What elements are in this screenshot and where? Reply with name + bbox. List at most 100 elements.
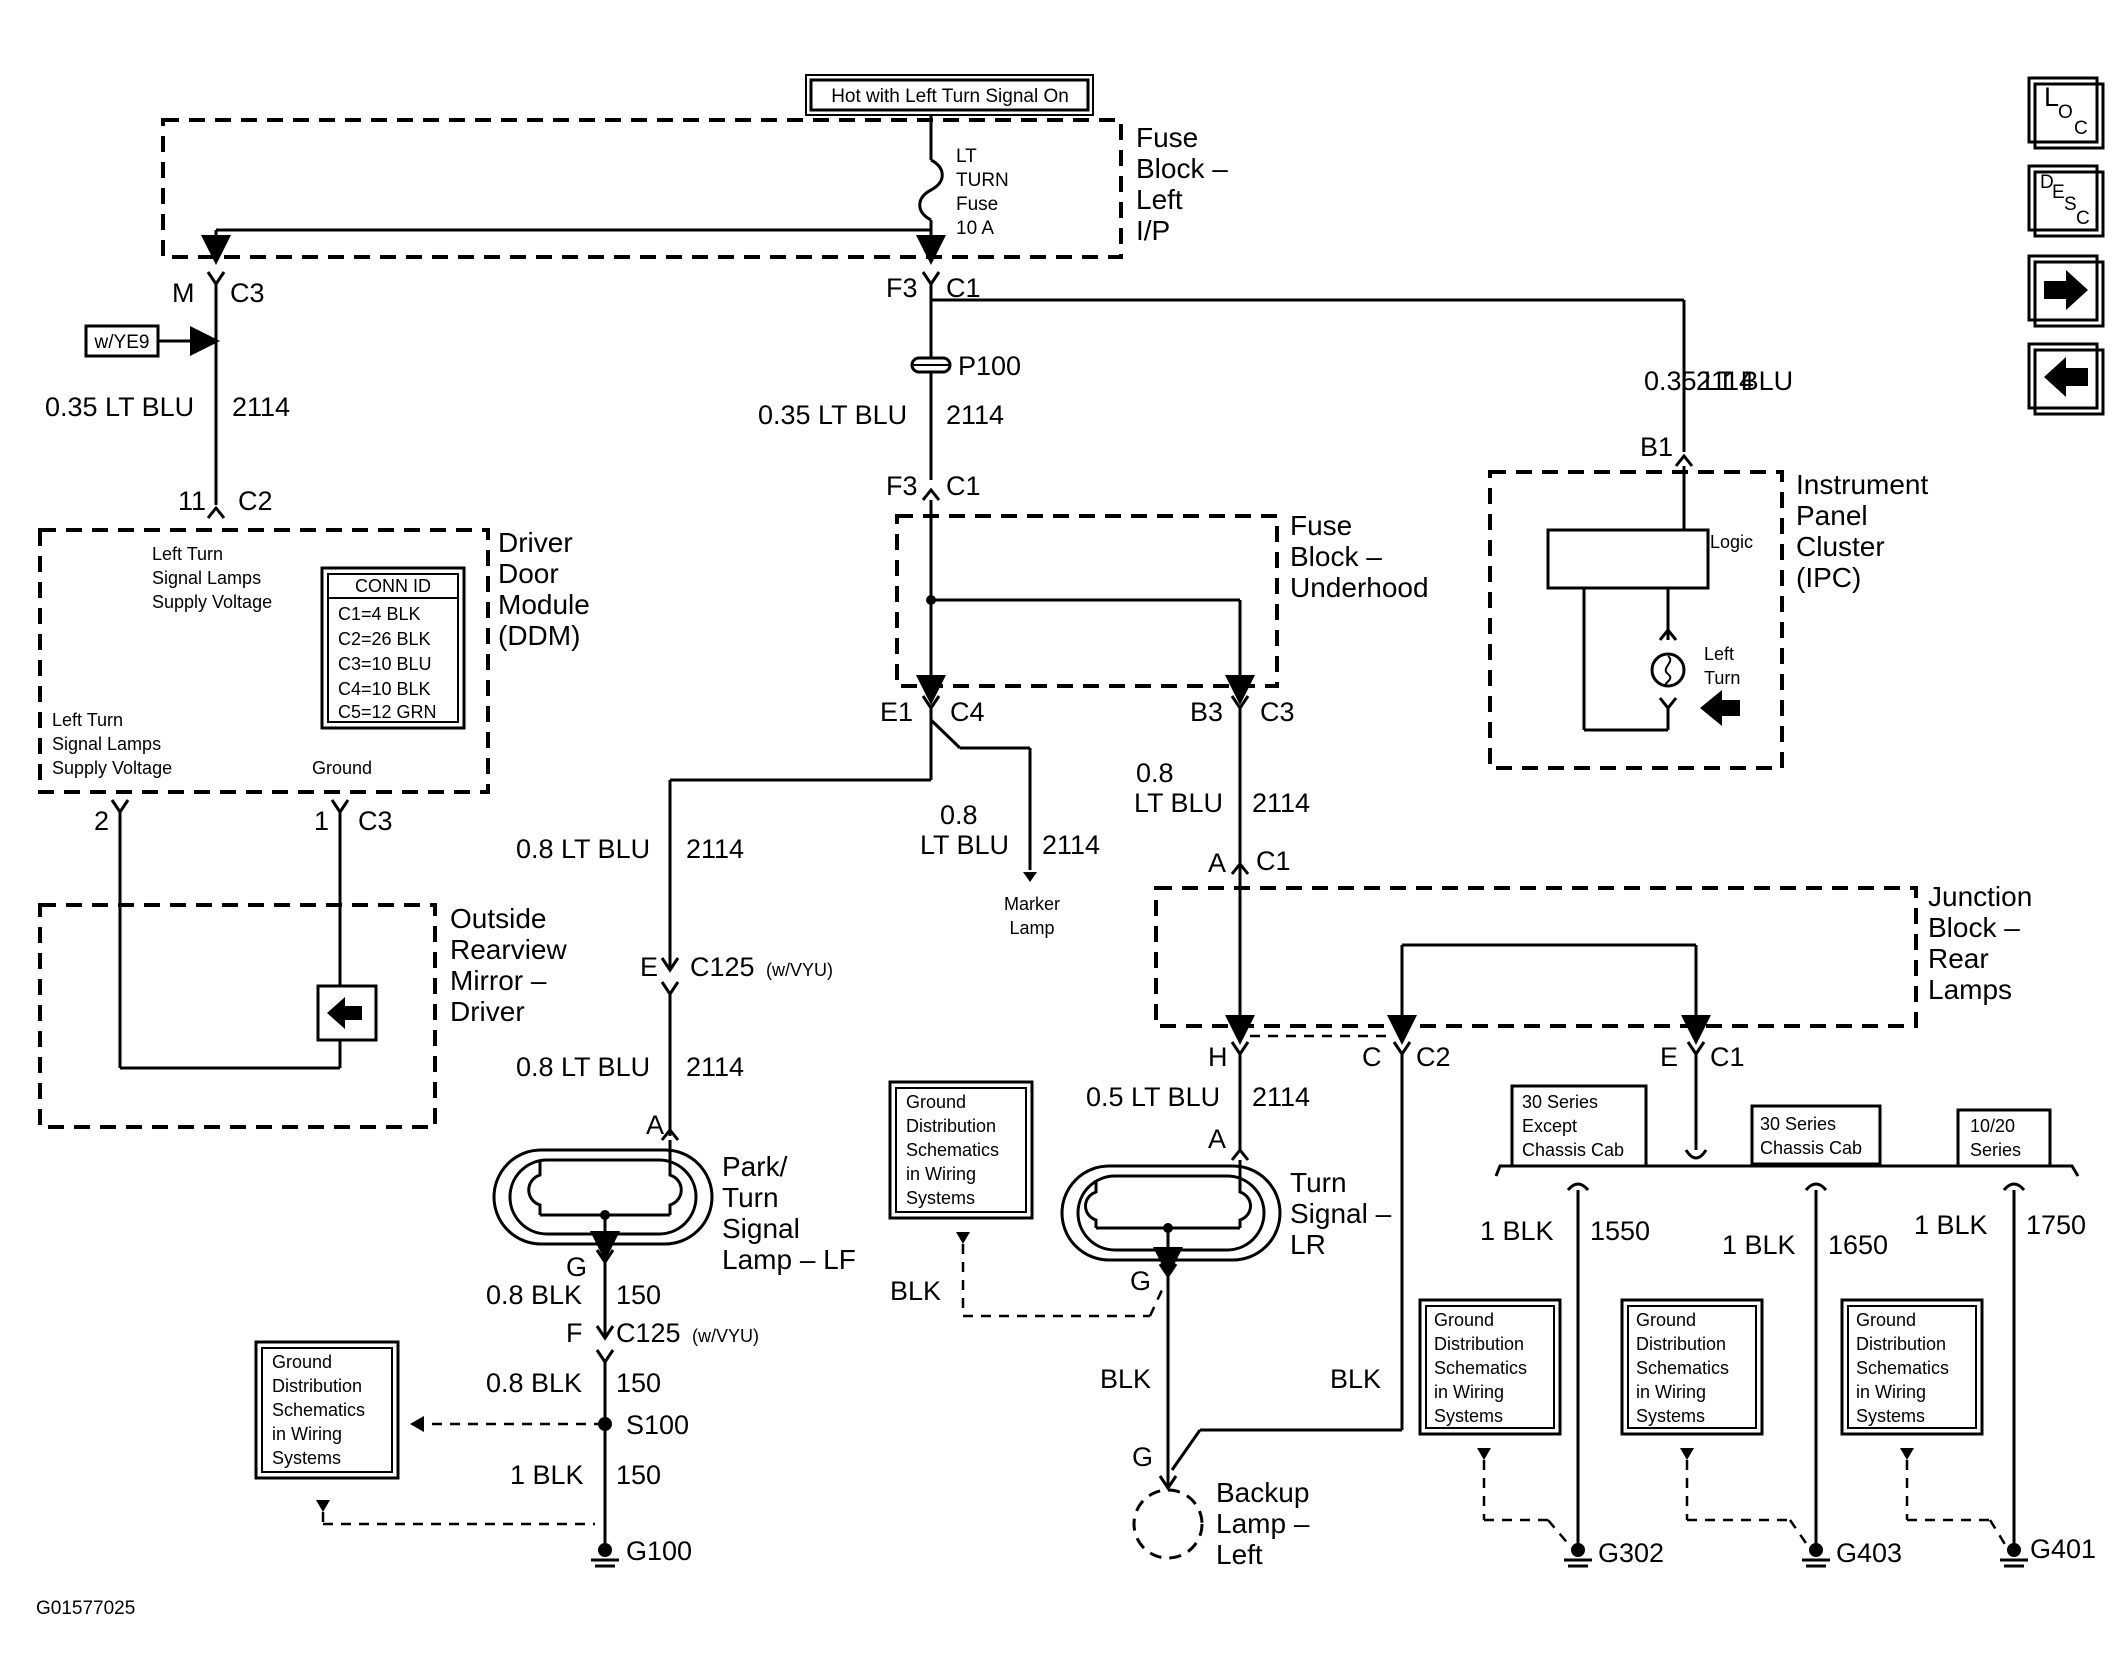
svg-text:Underhood: Underhood [1290,572,1429,603]
conn-id-table: CONN ID C1=4 BLK C2=26 BLK C3=10 BLU C4=… [320,566,466,730]
svg-text:Ground: Ground [1856,1310,1916,1330]
svg-text:Rear: Rear [1928,943,1989,974]
ground-g403: G403 [1802,1538,1902,1568]
series-1020-tag: 10/20 Series [1956,1108,2052,1168]
svg-text:0.5 LT BLU: 0.5 LT BLU [1086,1082,1220,1112]
arrow-left-icon [2044,357,2088,397]
svg-text:Signal Lamps: Signal Lamps [152,568,261,588]
svg-text:C3: C3 [230,278,265,308]
svg-text:LT: LT [956,146,977,167]
svg-text:C3: C3 [358,806,393,836]
figure-id: G01577025 [36,1598,135,1619]
svg-text:(w/VYU): (w/VYU) [692,1326,759,1346]
svg-text:F3: F3 [886,273,918,303]
svg-text:in Wiring: in Wiring [1434,1382,1504,1402]
svg-text:E: E [1660,1042,1678,1072]
svg-text:Schematics: Schematics [1856,1358,1949,1378]
svg-text:Instrument: Instrument [1796,469,1928,500]
header-label: Hot with Left Turn Signal On [831,86,1069,107]
svg-text:Schematics: Schematics [1434,1358,1527,1378]
svg-text:Lamp –: Lamp – [1216,1508,1310,1539]
svg-text:Distribution: Distribution [906,1116,996,1136]
svg-text:Signal –: Signal – [1290,1198,1392,1229]
svg-text:A: A [1208,1124,1226,1154]
svg-text:(w/VYU): (w/VYU) [766,960,833,980]
svg-text:Signal: Signal [722,1213,800,1244]
next-page-button[interactable] [2027,254,2105,328]
svg-text:TURN: TURN [956,170,1009,191]
svg-text:G403: G403 [1836,1538,1902,1568]
svg-text:O: O [2058,102,2073,123]
svg-text:30 Series: 30 Series [1522,1092,1598,1112]
svg-text:10 A: 10 A [956,218,994,239]
svg-text:LT BLU: LT BLU [920,830,1009,860]
svg-text:0.8 LT BLU: 0.8 LT BLU [516,1052,650,1082]
svg-text:1750: 1750 [2026,1210,2086,1240]
svg-text:Mirror –: Mirror – [450,965,547,996]
svg-text:2114: 2114 [1252,1082,1310,1112]
svg-text:Schematics: Schematics [906,1140,999,1160]
svg-text:Fuse: Fuse [1136,122,1198,153]
svg-text:Left: Left [1136,184,1183,215]
svg-text:1 BLK: 1 BLK [1914,1210,1988,1240]
fuse-block-underhood: Fuse Block – Underhood [895,500,1429,705]
svg-text:Fuse: Fuse [1290,510,1352,541]
svg-text:B3: B3 [1190,697,1223,727]
svg-text:G100: G100 [626,1536,692,1566]
outside-rearview-mirror: Outside Rearview Mirror – Driver [38,903,567,1129]
svg-text:G: G [566,1252,587,1282]
svg-text:C5=12 GRN: C5=12 GRN [338,702,437,722]
svg-text:B1: B1 [1640,432,1673,462]
svg-text:Driver: Driver [450,996,525,1027]
series-30-cab-tag: 30 Series Chassis Cab [1750,1104,1882,1166]
svg-text:2114: 2114 [686,834,744,864]
svg-text:Left Turn: Left Turn [152,544,223,564]
svg-text:LT BLU: LT BLU [1134,788,1223,818]
svg-text:I/P: I/P [1136,215,1170,246]
loc-button[interactable]: L O C [2027,76,2105,150]
svg-text:S100: S100 [626,1410,689,1440]
svg-text:Turn: Turn [1704,668,1740,688]
svg-text:2114: 2114 [1696,366,1754,396]
svg-text:C1: C1 [946,273,981,303]
backup-lamp-left: Backup Lamp – Left [1132,1477,1310,1570]
svg-text:G401: G401 [2030,1534,2096,1564]
svg-text:150: 150 [616,1460,661,1490]
ground-g302: G302 [1564,1538,1664,1568]
svg-text:2114: 2114 [1252,788,1310,818]
svg-text:C: C [1362,1042,1382,1072]
park-turn-signal-lamp-lf: Park/ Turn Signal Lamp – LF [492,1140,856,1275]
svg-text:10/20: 10/20 [1970,1116,2015,1136]
svg-text:Schematics: Schematics [272,1400,365,1420]
svg-text:Chassis Cab: Chassis Cab [1760,1138,1862,1158]
prev-page-button[interactable] [2027,342,2105,416]
svg-text:F3: F3 [886,471,918,501]
svg-text:0.8 BLK: 0.8 BLK [486,1280,582,1310]
svg-text:C: C [2076,208,2090,229]
svg-text:C2=26 BLK: C2=26 BLK [338,629,431,649]
svg-text:Signal Lamps: Signal Lamps [52,734,161,754]
svg-text:Ground: Ground [312,758,372,778]
svg-text:G: G [1132,1442,1153,1472]
svg-text:2: 2 [94,806,109,836]
svg-text:1 BLK: 1 BLK [510,1460,584,1490]
desc-button[interactable]: D E S C [2027,164,2105,238]
ground-distribution-box-g403: Ground Distribution Schematics in Wiring… [1620,1298,1810,1547]
svg-text:Ground: Ground [1434,1310,1494,1330]
svg-text:Fuse: Fuse [956,194,998,215]
svg-text:Lamp: Lamp [1009,918,1054,938]
svg-text:A: A [1208,848,1226,878]
svg-text:Cluster: Cluster [1796,531,1885,562]
svg-text:1650: 1650 [1828,1230,1888,1260]
junction-block-rear-lamps: Junction Block – Rear Lamps [1154,880,2032,1045]
svg-text:Block –: Block – [1136,153,1228,184]
svg-text:G302: G302 [1598,1538,1664,1568]
svg-text:1 BLK: 1 BLK [1480,1216,1554,1246]
svg-text:w/YE9: w/YE9 [94,332,150,353]
svg-text:Panel: Panel [1796,500,1868,531]
svg-text:Turn: Turn [722,1182,779,1213]
svg-text:0.8 BLK: 0.8 BLK [486,1368,582,1398]
ground-distribution-box-s100: Ground Distribution Schematics in Wiring… [254,1340,595,1526]
svg-text:Driver: Driver [498,527,573,558]
